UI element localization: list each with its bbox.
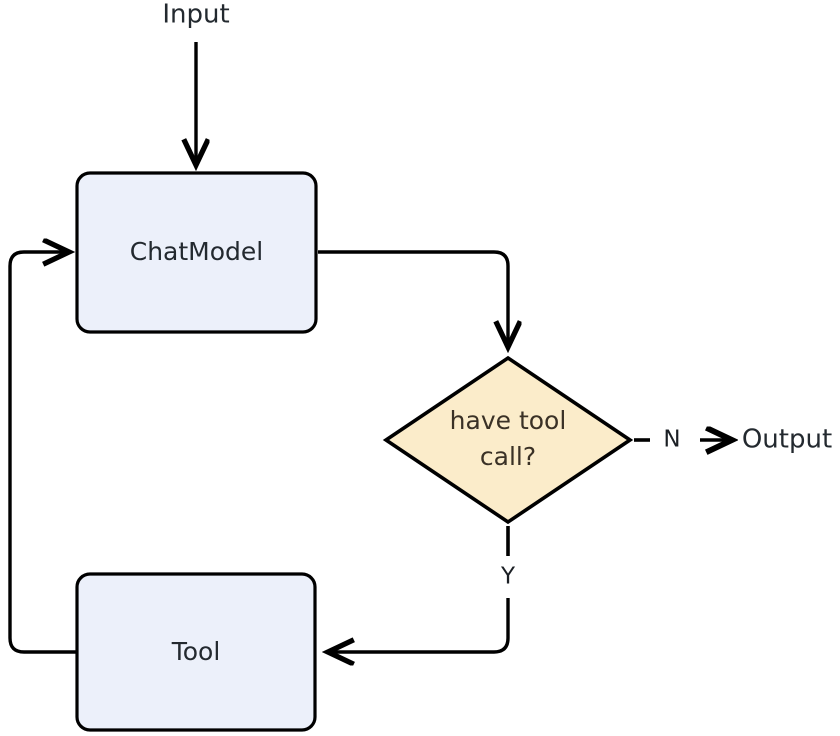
edge-decision-yes-to-tool	[330, 526, 510, 652]
node-tool[interactable]: Tool	[75, 572, 317, 732]
node-decision-label-line2: call?	[480, 442, 536, 471]
node-output-label: Output	[742, 425, 832, 455]
node-chatmodel-label: ChatModel	[130, 237, 263, 266]
node-input-label: Input	[162, 0, 229, 30]
edge-tool-to-chatmodel	[8, 252, 77, 654]
node-tool-rect[interactable]	[75, 572, 317, 732]
node-chatmodel-rect[interactable]	[75, 171, 318, 334]
edge-chatmodel-to-decision	[318, 250, 508, 345]
node-decision-have-tool-call[interactable]: have tool call?	[382, 355, 634, 525]
node-chatmodel[interactable]: ChatModel	[75, 171, 318, 334]
edge-tool-to-chatmodel-line	[8, 252, 77, 654]
edge-label-no: N	[663, 427, 680, 453]
edge-decision-yes-line-lower	[330, 598, 510, 652]
edge-label-yes: Y	[500, 564, 516, 590]
node-decision-diamond[interactable]	[382, 355, 634, 525]
node-tool-label: Tool	[171, 637, 221, 666]
node-decision-label-line1: have tool	[450, 406, 567, 435]
edge-chatmodel-to-decision-line	[318, 250, 508, 345]
